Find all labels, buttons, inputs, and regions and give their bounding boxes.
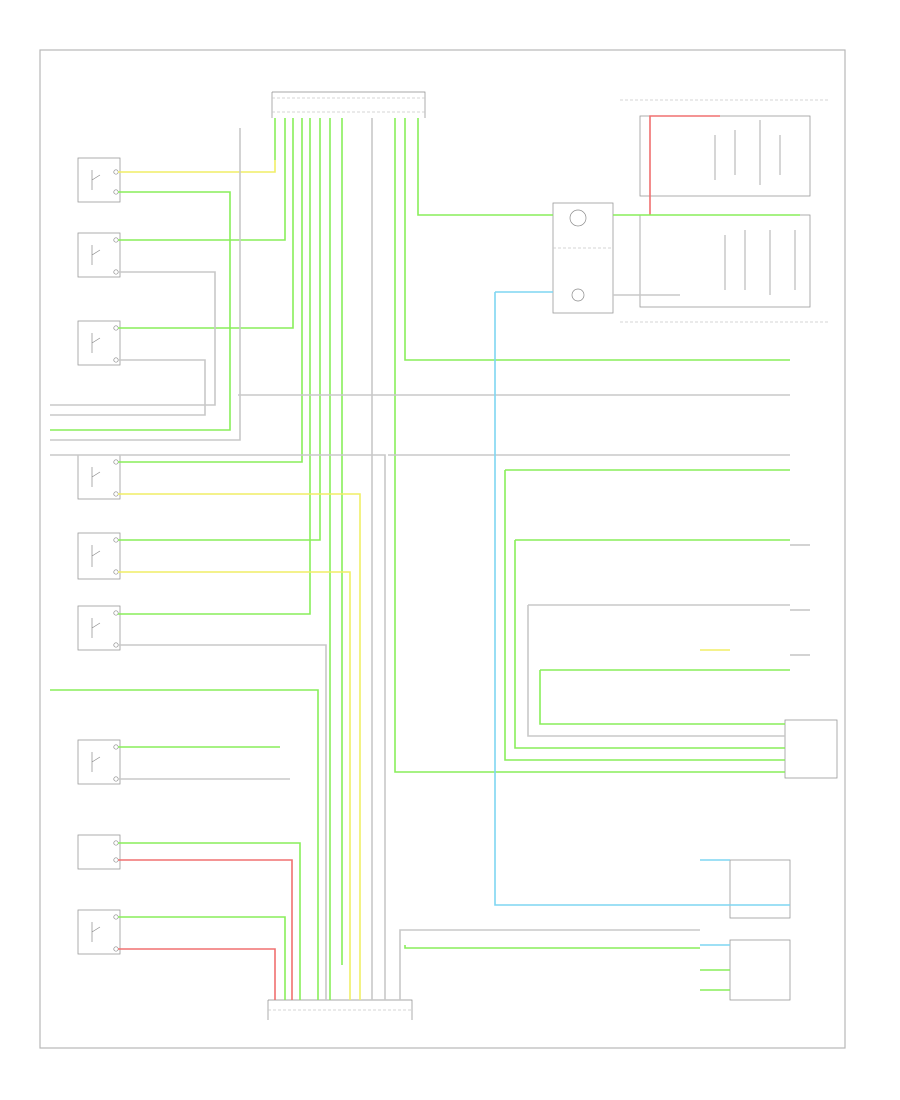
wire-green-22 — [50, 689, 319, 1000]
bottom-connector — [267, 999, 413, 1020]
wire-green-18 — [118, 842, 301, 1000]
switch-2 — [77, 232, 121, 278]
diagram-frame — [39, 49, 846, 1049]
wire-grey-24 — [50, 359, 206, 416]
spiral-cable — [552, 202, 614, 314]
switch-3 — [77, 320, 121, 366]
wire-green-4 — [118, 118, 294, 329]
wire-yellow-15 — [118, 493, 361, 1000]
wire-layer — [50, 115, 800, 1000]
wire-blue-36 — [494, 291, 790, 906]
wire-grey-26 — [118, 644, 327, 1000]
switch-4 — [77, 454, 121, 500]
wire-green-7 — [118, 118, 321, 541]
wire-grey-40 — [399, 929, 700, 1000]
wire-green-11 — [394, 118, 785, 773]
wire-green-20 — [118, 916, 286, 1000]
wire-green-14 — [50, 191, 231, 431]
wire-green-32 — [514, 539, 790, 749]
wire-grey-27 — [50, 128, 241, 441]
wire-yellow-16 — [118, 571, 351, 1000]
wire-red-19 — [118, 859, 293, 1000]
switch-9 — [77, 909, 121, 955]
switch-8 — [77, 834, 121, 870]
switch-6 — [77, 605, 121, 651]
steering-pad-switch-assembly — [620, 99, 830, 323]
wire-green-31 — [504, 469, 790, 761]
switch-7 — [77, 739, 121, 785]
wire-green-13 — [417, 118, 553, 216]
wire-green-39 — [404, 945, 730, 991]
wire-green-3 — [118, 118, 286, 241]
wire-grey-33 — [527, 604, 790, 737]
switch-5 — [77, 532, 121, 580]
wire-green-12 — [404, 118, 790, 361]
wire-red-41 — [649, 115, 720, 215]
right-connector-group — [729, 544, 838, 1001]
wire-green-34 — [539, 669, 790, 725]
wire-grey-23 — [50, 271, 216, 406]
wire-red-21 — [118, 948, 276, 1000]
top-connector — [271, 91, 426, 118]
wire-green-5 — [118, 118, 303, 463]
wire-green-6 — [118, 118, 311, 615]
switch-1 — [77, 157, 121, 203]
wire-grey-28 — [50, 454, 386, 1000]
wire-yellow-2 — [118, 160, 276, 173]
